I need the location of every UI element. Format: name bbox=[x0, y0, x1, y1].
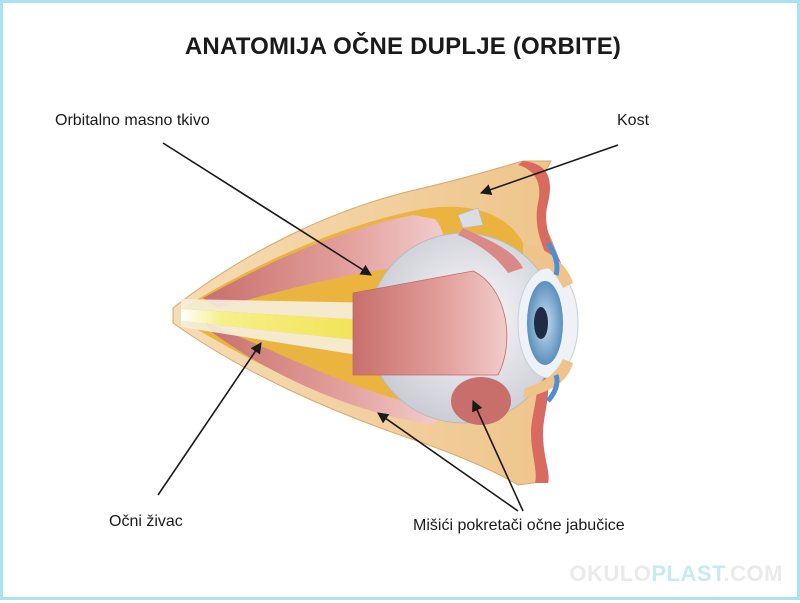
bone-arrow bbox=[479, 144, 619, 195]
watermark-part2: PLAST bbox=[651, 561, 724, 586]
pupil bbox=[534, 307, 548, 339]
muscle-arrow-1 bbox=[377, 412, 519, 512]
lateral-rectus-muscle bbox=[352, 270, 508, 376]
superior-muscle bbox=[203, 215, 444, 308]
label-optic-nerve: Očni živac bbox=[109, 513, 183, 530]
orbital-rim bbox=[518, 161, 561, 265]
label-muscles: Mišići pokretači očne jabučice bbox=[413, 517, 625, 534]
orbit-anatomy-illustration bbox=[157, 142, 619, 512]
watermark-part3: .COM bbox=[723, 561, 783, 586]
nerve-arrow bbox=[157, 342, 262, 496]
label-orbital-fat: Orbitalno masno tkivo bbox=[55, 112, 210, 129]
watermark-part1: OKULO bbox=[569, 561, 652, 586]
watermark: OKULOPLAST.COM bbox=[569, 561, 783, 587]
muscle-arrow-2 bbox=[472, 399, 524, 512]
page-title: ANATOMIJA OČNE DUPLJE (ORBITE) bbox=[184, 33, 622, 60]
lower-eyelid bbox=[523, 359, 573, 398]
upper-eyelid bbox=[523, 243, 573, 288]
label-bone: Kost bbox=[617, 112, 650, 129]
fat-arrow bbox=[162, 142, 372, 276]
optic-nerve bbox=[181, 309, 383, 343]
